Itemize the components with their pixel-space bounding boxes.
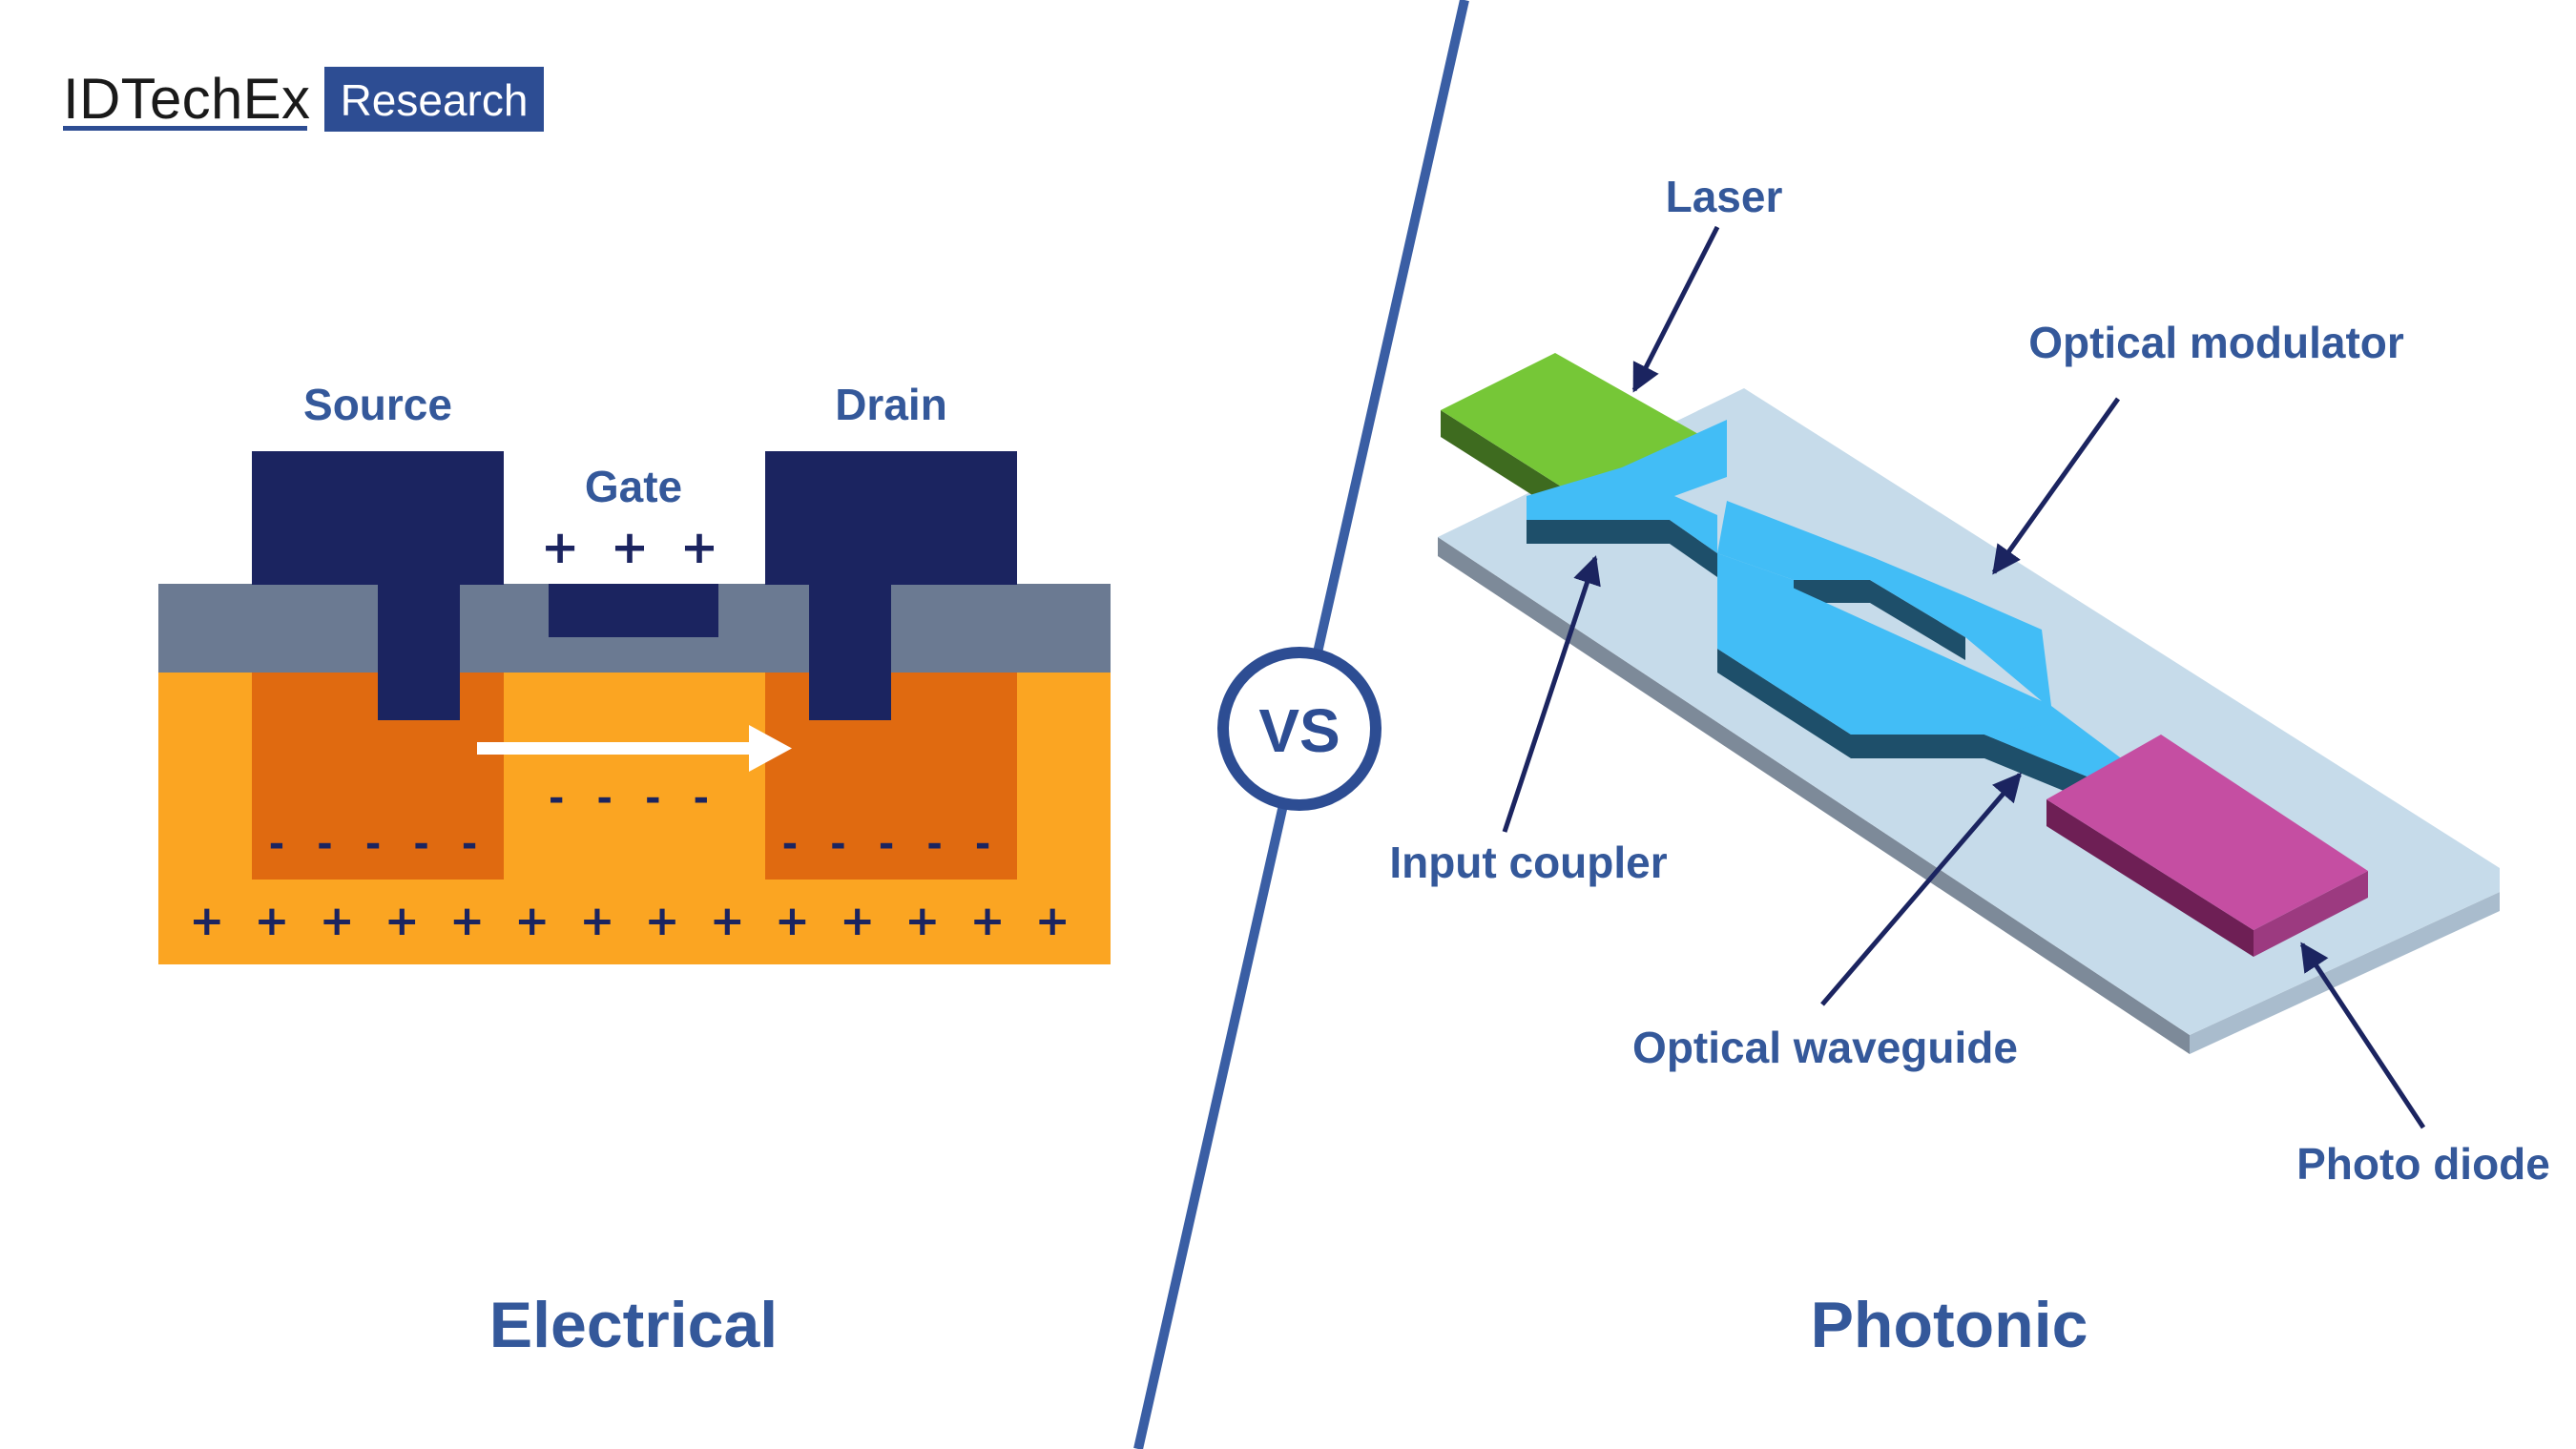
logo-underline	[63, 126, 307, 131]
idtechex-logo: IDTechEx Research	[63, 67, 544, 132]
modulator-pointer-arrow	[1991, 397, 2121, 575]
photonic-title: Photonic	[1811, 1289, 2088, 1361]
logo-tag: Research	[341, 75, 529, 125]
photo-diode-label: Photo diode	[2296, 1139, 2550, 1189]
gate-contact	[549, 584, 718, 637]
substrate-charges: + + + + + + + + + + + + + +	[189, 897, 1077, 945]
transistor-diagram: Source Drain Gate + + + - - - - - - - - …	[158, 380, 1111, 964]
laser-pointer-arrow	[1631, 225, 1720, 393]
photodiode-pointer-arrow	[2299, 942, 2426, 1129]
gate-charges: + + +	[541, 521, 726, 574]
current-arrow	[477, 725, 792, 772]
electrical-title: Electrical	[489, 1289, 778, 1361]
source-contact	[252, 451, 504, 585]
logo-name: IDTechEx	[63, 67, 310, 131]
drain-charges: - - - - -	[782, 822, 1001, 866]
vs-label: VS	[1258, 696, 1340, 765]
laser-label: Laser	[1666, 172, 1783, 221]
source-label: Source	[303, 380, 452, 429]
gate-label: Gate	[585, 462, 682, 511]
source-contact-stem	[378, 577, 460, 720]
logo-tag-box	[324, 67, 544, 132]
photodiode-block	[2046, 735, 2368, 957]
drain-contact-stem	[809, 577, 891, 720]
vs-circle	[1217, 647, 1381, 811]
waveguide-pointer-arrow	[1820, 772, 2022, 1006]
vs-badge: VS	[1217, 647, 1381, 811]
source-charges: - - - - -	[269, 822, 488, 866]
drain-contact	[765, 451, 1017, 585]
waveguide-structure	[1527, 420, 2128, 801]
input-coupler-label: Input coupler	[1389, 838, 1667, 887]
optical-waveguide-label: Optical waveguide	[1632, 1023, 2018, 1072]
photonic-diagram: Laser Optical modulator Input coupler Op…	[1389, 172, 2550, 1189]
optical-modulator-label: Optical modulator	[2028, 318, 2404, 367]
coupler-pointer-arrow	[1502, 555, 1601, 833]
drain-label: Drain	[835, 380, 947, 429]
channel-charges: - - - -	[549, 776, 718, 820]
